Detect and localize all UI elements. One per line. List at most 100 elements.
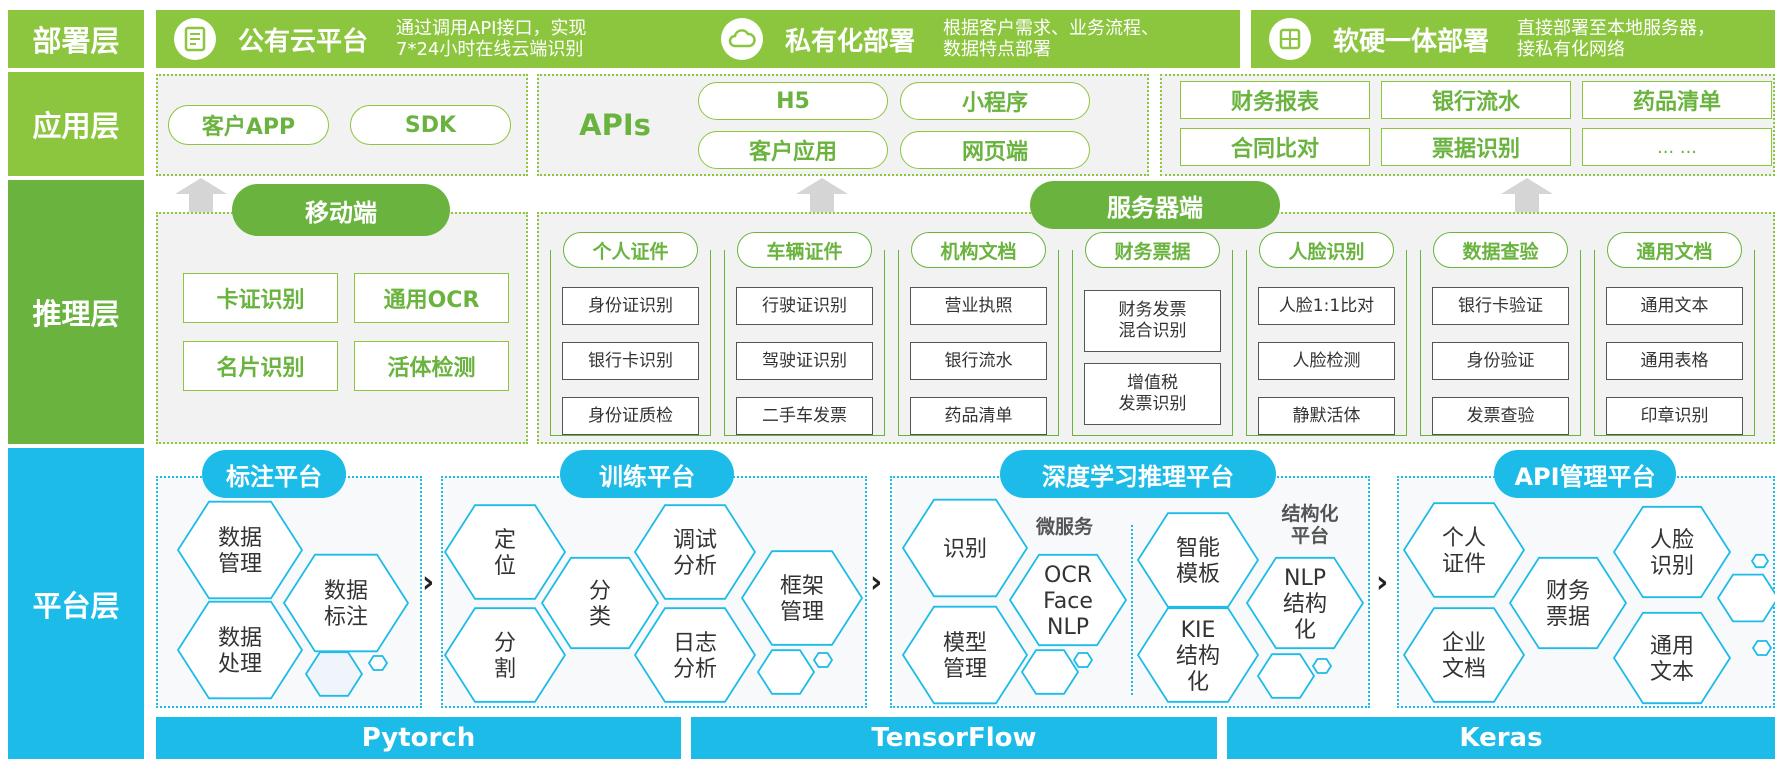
hexagon-label: 企业文档 xyxy=(1442,631,1486,682)
deploy-title: 私有化部署 xyxy=(785,26,916,57)
hexagon-node: 模型管理 xyxy=(901,605,1029,705)
hexagon-node: 数据处理 xyxy=(176,600,304,700)
hexagon-label: 数据标注 xyxy=(324,579,368,630)
service-item: 财务发票 混合识别 xyxy=(1084,290,1221,352)
chevron-right-icon: › xyxy=(422,565,435,600)
app-client-app: 客户APP xyxy=(168,105,329,145)
document-icon xyxy=(174,18,216,60)
service-item: 人脸检测 xyxy=(1258,342,1395,380)
service-item: 行驶证识别 xyxy=(736,287,873,325)
scenario-item: ... ... xyxy=(1582,128,1772,166)
hexagon-decoration xyxy=(304,651,364,697)
api-platform-title: API管理平台 xyxy=(1494,450,1676,498)
scenario-item: 银行流水 xyxy=(1381,81,1571,119)
app-client-application: 客户应用 xyxy=(698,131,888,169)
deploy-desc-line: 通过调用API接口，实现 xyxy=(396,18,587,39)
deploy-private: 私有化部署 根据客户需求、业务流程、数据特点部署 xyxy=(703,10,1240,68)
layer-label-platform: 平台层 xyxy=(8,448,144,759)
cloud-icon xyxy=(721,18,763,60)
hexagon-node: 数据管理 xyxy=(176,500,304,600)
service-group-title: 财务票据 xyxy=(1085,232,1220,268)
deploy-title: 公有云平台 xyxy=(238,26,369,57)
server-icon xyxy=(1269,18,1311,60)
up-arrow-icon xyxy=(796,178,848,212)
service-group-title: 数据查验 xyxy=(1433,232,1568,268)
framework-keras: Keras xyxy=(1227,717,1775,759)
hexagon-decoration xyxy=(1020,649,1080,695)
service-item: 营业执照 xyxy=(910,287,1047,325)
service-item: 银行流水 xyxy=(910,342,1047,380)
scenario-item: 财务报表 xyxy=(1180,81,1370,119)
service-group-title: 人脸识别 xyxy=(1259,232,1394,268)
hexagon-label: 数据管理 xyxy=(218,526,262,577)
service-item: 身份证识别 xyxy=(562,287,699,325)
chevron-right-icon: › xyxy=(870,565,883,600)
hexagon-decoration xyxy=(1716,573,1775,623)
hexagon-node: 分割 xyxy=(443,607,567,703)
hexagon-node: 框架管理 xyxy=(740,550,864,646)
service-item: 印章识别 xyxy=(1606,397,1743,435)
scenario-item: 合同比对 xyxy=(1180,128,1370,166)
service-group-title: 通用文档 xyxy=(1607,232,1742,268)
layer-label-deploy: 部署层 xyxy=(8,10,144,68)
up-arrow-icon xyxy=(175,178,227,212)
hexagon-label: 日志分析 xyxy=(673,631,717,682)
service-item: 驾驶证识别 xyxy=(736,342,873,380)
service-item: 二手车发票 xyxy=(736,397,873,435)
hexagon-label: 分类 xyxy=(589,579,611,630)
mobile-item: 活体检测 xyxy=(354,341,509,391)
hexagon-node: 定位 xyxy=(443,504,567,600)
hexagon-label: 识别 xyxy=(943,537,987,562)
hexagon-decoration xyxy=(1750,553,1770,569)
app-web: 网页端 xyxy=(900,131,1090,169)
mobile-item: 卡证识别 xyxy=(183,273,338,323)
service-group-title: 车辆证件 xyxy=(737,232,872,268)
deploy-desc-line: 直接部署至本地服务器， xyxy=(1517,18,1716,39)
service-item: 银行卡识别 xyxy=(562,342,699,380)
hexagon-label: 财务票据 xyxy=(1546,579,1590,630)
hexagon-node: 个人证件 xyxy=(1402,502,1526,598)
app-h5: H5 xyxy=(698,82,888,120)
hexagon-node: 智能模板 xyxy=(1136,512,1260,608)
hexagon-decoration xyxy=(1311,658,1333,674)
service-item: 发票查验 xyxy=(1432,397,1569,435)
training-platform-title: 训练平台 xyxy=(560,450,734,498)
hexagon-label: 人脸识别 xyxy=(1650,528,1694,579)
hexagon-node: 人脸识别 xyxy=(1612,505,1732,599)
up-arrow-icon xyxy=(1501,178,1553,212)
deploy-title: 软硬一体部署 xyxy=(1333,26,1490,57)
hexagon-node: 数据标注 xyxy=(282,553,410,653)
app-sdk: SDK xyxy=(350,105,511,145)
hexagon-node: 识别 xyxy=(901,498,1029,598)
layer-label-app: 应用层 xyxy=(8,72,144,176)
hexagon-decoration xyxy=(812,652,834,668)
mobile-item: 名片识别 xyxy=(183,341,338,391)
framework-tensorflow: TensorFlow xyxy=(691,717,1217,759)
scenario-item: 药品清单 xyxy=(1582,81,1772,119)
structured-platform-label: 结构化 平台 xyxy=(1281,503,1339,547)
hexagon-label: 框架管理 xyxy=(780,574,824,625)
hexagon-label: 调试分析 xyxy=(673,528,717,579)
apis-label: APIs xyxy=(579,108,651,142)
hexagon-decoration xyxy=(1072,652,1094,668)
hexagon-label: 个人证件 xyxy=(1442,526,1486,577)
deploy-hardware: 软硬一体部署 直接部署至本地服务器，接私有化网络 xyxy=(1251,10,1775,68)
annotation-platform-title: 标注平台 xyxy=(202,450,346,498)
service-group-title: 个人证件 xyxy=(563,232,698,268)
hexagon-node: 分类 xyxy=(540,556,660,650)
service-item: 静默活体 xyxy=(1258,397,1395,435)
hexagon-label: 模型管理 xyxy=(943,631,987,682)
deploy-desc-line: 根据客户需求、业务流程、 xyxy=(943,18,1160,39)
hexagon-decoration xyxy=(1256,653,1316,699)
service-item: 增值税 发票识别 xyxy=(1084,363,1221,425)
service-item: 人脸1:1比对 xyxy=(1258,287,1395,325)
hexagon-node: 调试分析 xyxy=(633,504,757,600)
service-item: 通用文本 xyxy=(1606,287,1743,325)
hexagon-node: 通用文本 xyxy=(1612,611,1732,705)
inference-platform-title: 深度学习推理平台 xyxy=(1000,450,1276,498)
